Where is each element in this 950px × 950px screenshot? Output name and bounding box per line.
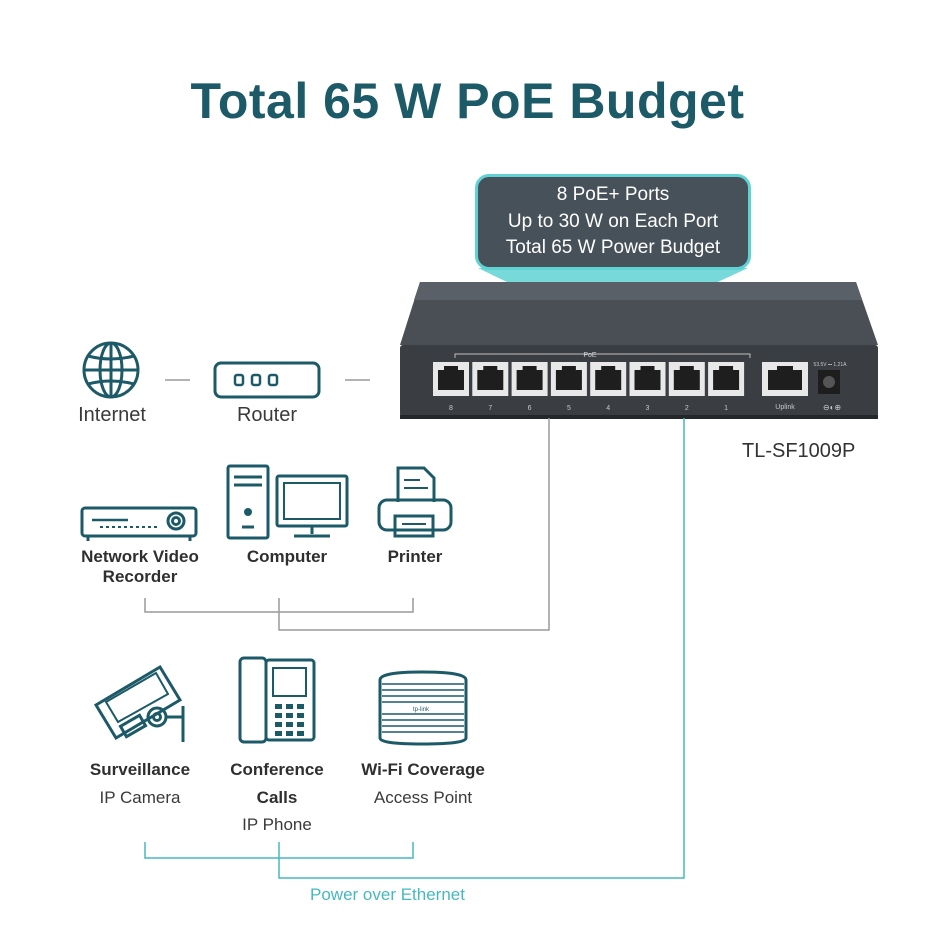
camera-label: Surveillance IP Camera bbox=[70, 760, 210, 808]
port-number-label: 6 bbox=[528, 405, 532, 412]
port-number-label: 8 bbox=[449, 405, 453, 412]
poe-port-label: PoE bbox=[583, 352, 597, 359]
switch-model-label: TL-SF1009P bbox=[742, 440, 856, 462]
poe-port-3: 3 bbox=[629, 362, 666, 412]
row2-poe-line bbox=[278, 418, 685, 879]
phone-label-sub: IP Phone bbox=[242, 815, 312, 834]
poe-caption: Power over Ethernet bbox=[310, 885, 465, 904]
poe-port-2: 2 bbox=[668, 362, 705, 412]
port-number-label: 5 bbox=[567, 405, 571, 412]
poe-port-5: 5 bbox=[550, 362, 587, 412]
callout-line-3: Total 65 W Power Budget bbox=[505, 237, 721, 259]
poe-port-6: 6 bbox=[511, 362, 548, 412]
internet-label: Internet bbox=[78, 404, 146, 426]
ap-logo: tp-link bbox=[413, 707, 430, 713]
camera-label-sub: IP Camera bbox=[99, 788, 181, 807]
callout-line-2: Up to 30 W on Each Port bbox=[507, 210, 719, 232]
access-point-icon: tp-link bbox=[378, 670, 468, 746]
printer-icon bbox=[377, 466, 453, 538]
power-rating-label: 53.5V ⎓ 1.21A bbox=[814, 362, 848, 368]
callout-line-1: 8 PoE+ Ports bbox=[556, 184, 670, 206]
switch-device: PoE 8 7 6 5 4 3 2 1 Uplink 53.5V ⎓ 1.21A ⊖◐⊕ bbox=[400, 282, 878, 419]
ap-label: Wi-Fi Coverage Access Point bbox=[343, 760, 503, 808]
camera-icon bbox=[93, 664, 185, 742]
port-number-label: 4 bbox=[606, 405, 610, 412]
router-icon bbox=[213, 361, 321, 399]
camera-label-bold: Surveillance bbox=[89, 760, 191, 779]
polarity-symbol: ⊖◐⊕ bbox=[823, 403, 841, 412]
nvr-label-line-1: Network Video bbox=[81, 547, 199, 566]
poe-port-4: 4 bbox=[590, 362, 627, 412]
poe-port-7: 7 bbox=[472, 362, 509, 412]
ap-label-bold: Wi-Fi Coverage bbox=[361, 760, 485, 779]
phone-label-bold-1: Conference bbox=[230, 760, 324, 779]
phone-label: Conference Calls IP Phone bbox=[207, 760, 347, 835]
computer-label: Computer bbox=[246, 547, 328, 566]
globe-icon bbox=[82, 341, 140, 399]
nvr-icon bbox=[80, 506, 198, 541]
port-number-label: 3 bbox=[646, 405, 650, 412]
poe-port-1: 1 bbox=[708, 362, 745, 412]
poe-callout: 8 PoE+ Ports Up to 30 W on Each Port Tot… bbox=[475, 174, 751, 270]
port-number-label: 1 bbox=[724, 405, 728, 412]
port-number-label: 2 bbox=[685, 405, 689, 412]
nvr-label: Network Video Recorder bbox=[60, 547, 220, 587]
uplink-label: Uplink bbox=[775, 404, 795, 411]
ap-label-sub: Access Point bbox=[373, 788, 473, 807]
phone-label-bold-2: Calls bbox=[256, 788, 298, 807]
poe-port-8: 8 bbox=[433, 362, 469, 412]
printer-label: Printer bbox=[387, 547, 443, 566]
nvr-label-line-2: Recorder bbox=[102, 567, 178, 586]
phone-icon bbox=[238, 656, 316, 744]
router-label: Router bbox=[236, 404, 298, 426]
computer-icon bbox=[226, 464, 349, 540]
row1-uplink-line bbox=[278, 418, 550, 631]
port-number-label: 7 bbox=[488, 405, 492, 412]
page-title: Total 65 W PoE Budget bbox=[190, 73, 745, 129]
